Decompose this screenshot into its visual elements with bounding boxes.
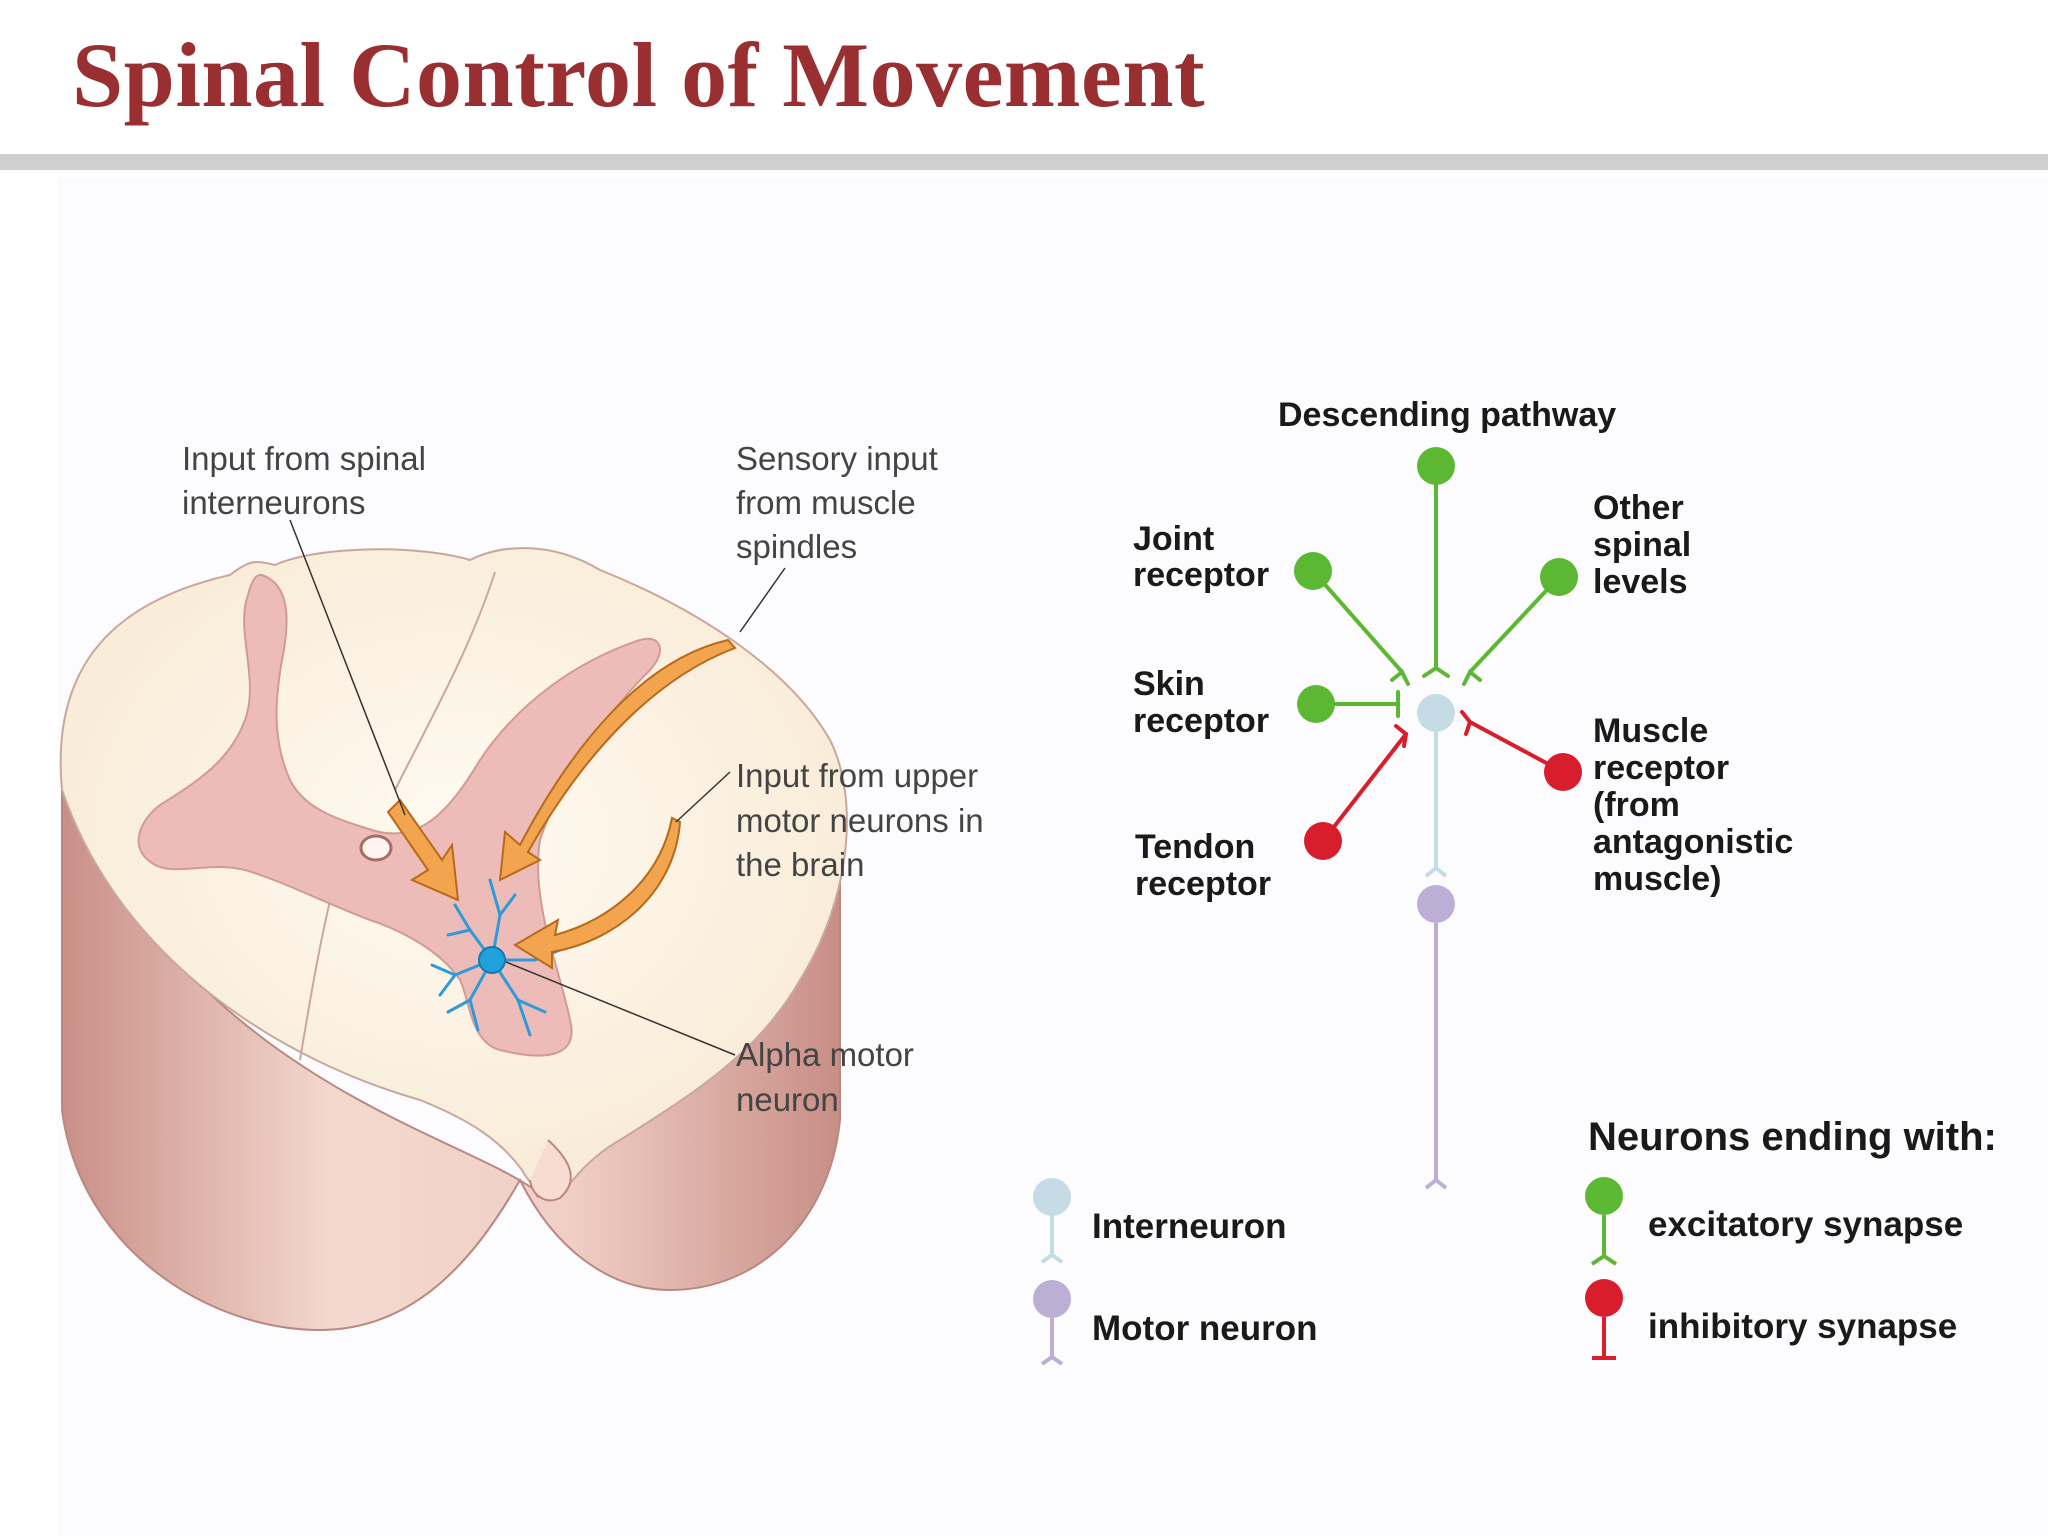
legend-interneuron-label: Interneuron xyxy=(1092,1207,1286,1246)
legend-title: Neurons ending with: xyxy=(1588,1115,1997,1159)
upper-motor-input-label: Input from upper motor neurons in the br… xyxy=(736,757,993,883)
legend-interneuron-swatch xyxy=(1033,1178,1071,1264)
tendon-receptor-label: Tendon receptor xyxy=(1135,828,1271,903)
title-divider xyxy=(0,154,2048,170)
interneuron-body xyxy=(1417,694,1455,732)
alpha-motor-neuron-body xyxy=(478,946,506,974)
interneuron-input-label: Input from spinal interneurons xyxy=(182,440,435,521)
legend: Interneuron Motor neuron Neurons ending … xyxy=(1033,1115,1997,1366)
other-spinal-levels-label: Other spinal levels xyxy=(1593,489,1701,601)
legend-motor-neuron-label: Motor neuron xyxy=(1092,1309,1318,1348)
ventral-notch xyxy=(529,1139,572,1202)
dorsal-septum xyxy=(394,571,496,791)
other-spinal-levels-node xyxy=(1540,558,1578,596)
legend-excitatory-label: excitatory synapse xyxy=(1648,1205,1963,1244)
cord-side xyxy=(61,789,841,1332)
leader-lines xyxy=(289,519,786,1056)
descending-pathway-node xyxy=(1417,447,1455,485)
tendon-receptor-node xyxy=(1304,822,1342,860)
legend-inhibitory-swatch xyxy=(1585,1279,1623,1360)
descending-pathway-label: Descending pathway xyxy=(1278,396,1616,434)
legend-motor-neuron-swatch xyxy=(1033,1280,1071,1366)
legend-excitatory-swatch xyxy=(1585,1177,1623,1266)
central-canal xyxy=(359,834,393,862)
motor-neuron-terminal xyxy=(1424,1177,1448,1190)
motor-neuron-body xyxy=(1417,885,1455,923)
skin-receptor-label: Skin receptor xyxy=(1133,665,1269,740)
spinal-cord-illustration: Input from spinal interneurons Sensory i… xyxy=(59,440,993,1332)
inhibitory-inputs xyxy=(1321,710,1565,843)
upper-motor-input-arrow xyxy=(513,816,682,970)
sensory-input-arrow xyxy=(498,638,737,882)
muscle-receptor-node xyxy=(1544,753,1582,791)
legend-inhibitory-label: inhibitory synapse xyxy=(1648,1307,1957,1346)
interneuron-terminal xyxy=(1424,865,1448,878)
slide-title: Spinal Control of Movement xyxy=(72,24,1206,126)
excitatory-inputs xyxy=(1311,464,1561,718)
joint-receptor-label: Joint receptor xyxy=(1133,520,1269,594)
joint-receptor-node xyxy=(1294,552,1332,590)
interneuron-input-arrow xyxy=(386,798,460,902)
muscle-receptor-label: Muscle receptor (from antagonistic muscl… xyxy=(1593,712,1803,898)
sensory-input-label: Sensory input from muscle spindles xyxy=(736,440,947,565)
skin-receptor-node xyxy=(1297,685,1335,723)
neural-circuit-schematic: Descending pathway Joint receptor Other … xyxy=(1133,396,1803,1190)
alpha-motor-label: Alpha motor neuron xyxy=(736,1036,923,1118)
